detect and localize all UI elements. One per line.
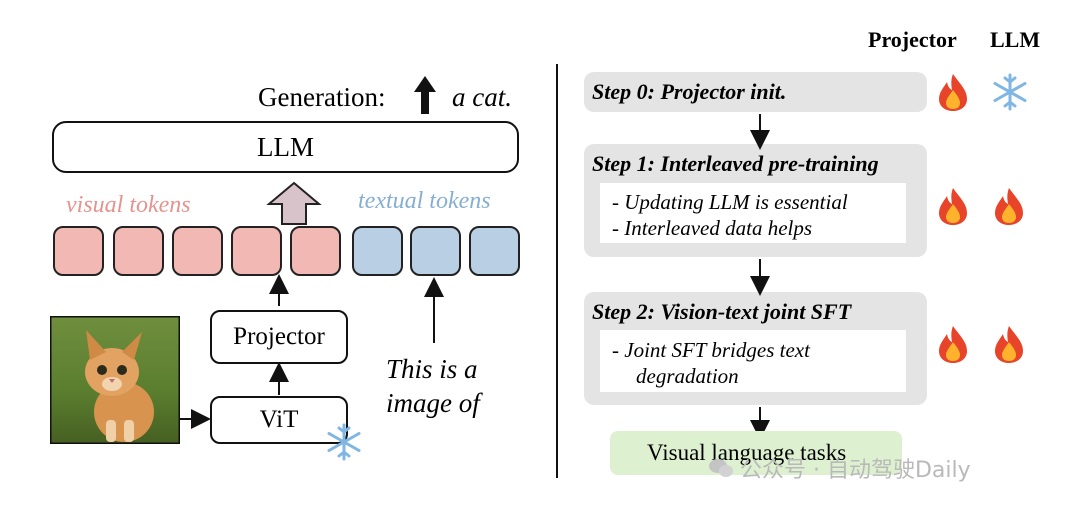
wechat-icon	[709, 459, 733, 477]
step-2-details	[600, 330, 906, 392]
watermark: 公众号 · 自动驾驶Daily	[708, 452, 971, 484]
fire-icon	[939, 188, 967, 225]
projector-block: Projector	[210, 310, 348, 364]
text-input-line1: This is a	[386, 354, 478, 384]
visual-language-tasks-label: Visual language tasks	[647, 440, 847, 465]
visual-token	[172, 226, 223, 276]
step-2-bullet-2: degradation	[636, 364, 739, 388]
textual-tokens-label: textual tokens	[358, 188, 491, 214]
visual-token	[53, 226, 104, 276]
visual-token	[231, 226, 282, 276]
snowflake-icon	[327, 423, 361, 461]
step-0-title: Step 0: Projector init.	[592, 79, 787, 104]
visual-tokens-label: visual tokens	[66, 192, 191, 218]
step-arrows	[750, 114, 770, 440]
step-2-bullet-1: - Joint SFT bridges text	[612, 338, 810, 362]
panel-divider	[556, 64, 558, 478]
left-connectors	[180, 274, 444, 429]
fire-icon	[995, 326, 1023, 363]
step-1-title: Step 1: Interleaved pre-training	[592, 151, 879, 176]
generation-label: Generation:	[258, 82, 386, 112]
llm-label: LLM	[257, 131, 314, 162]
watermark-text: 公众号 · 自动驾驶Daily	[740, 458, 971, 483]
fire-icon	[939, 326, 967, 363]
generation-output: a cat.	[452, 82, 512, 112]
visual-language-tasks-box: Visual language tasks	[610, 431, 902, 475]
step-1-bullet-2: - Interleaved data helps	[612, 216, 813, 240]
cat-image	[50, 316, 180, 444]
step-1-details	[600, 183, 906, 243]
visual-token	[290, 226, 341, 276]
header-llm: LLM	[990, 27, 1041, 52]
llm-block: LLM	[52, 121, 519, 173]
visual-token	[113, 226, 164, 276]
textual-token	[352, 226, 403, 276]
step-0-box	[584, 72, 927, 112]
text-input-line2: image of	[386, 388, 480, 418]
textual-token	[469, 226, 520, 276]
vit-label: ViT	[259, 406, 299, 433]
step-2-title: Step 2: Vision-text joint SFT	[592, 299, 852, 324]
textual-token	[410, 226, 461, 276]
tokens-to-llm-arrow-icon	[266, 181, 322, 225]
fire-icon	[939, 74, 967, 111]
header-projector: Projector	[868, 27, 957, 52]
fire-icon	[995, 188, 1023, 225]
step-1-bullet-1: - Updating LLM is essential	[612, 190, 848, 214]
vit-block: ViT	[210, 396, 348, 444]
projector-label: Projector	[233, 323, 325, 350]
generation-arrow-icon	[414, 76, 436, 114]
snowflake-icon	[993, 73, 1027, 111]
